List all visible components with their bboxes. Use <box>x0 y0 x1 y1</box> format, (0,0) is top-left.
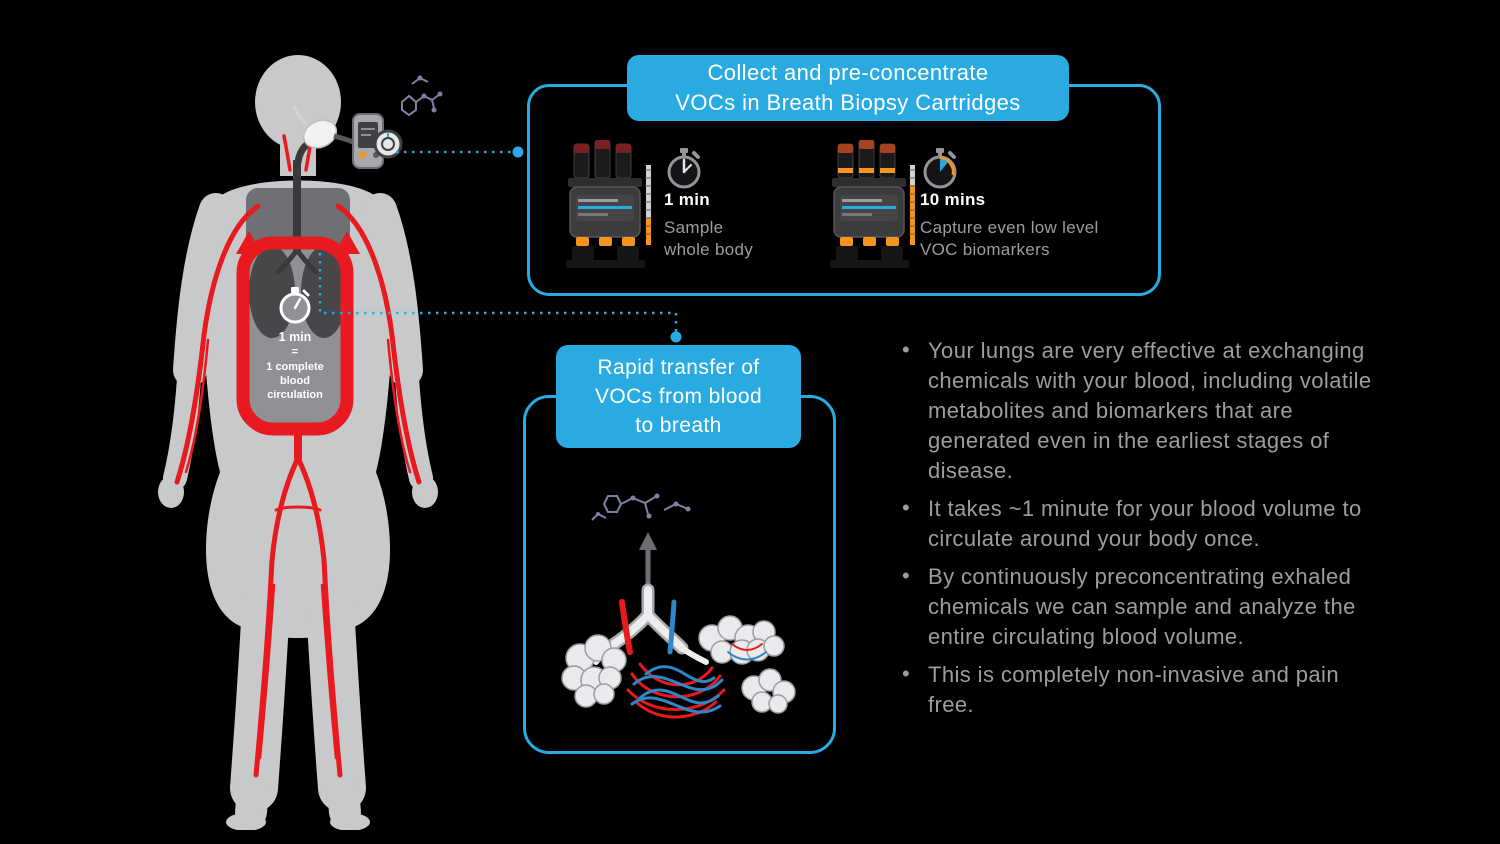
breath-mask-device-icon <box>292 105 403 169</box>
bullet-list: Your lungs are very effective at exchang… <box>898 335 1376 728</box>
timer-caption-line5: circulation <box>267 389 323 401</box>
collect-panel-title: Collect and pre-concentrate VOCs in Brea… <box>627 55 1069 121</box>
timer-10min-icon <box>923 148 957 189</box>
breath-biopsy-cartridge-icon <box>566 140 652 268</box>
desc-2-line2: VOC biomarkers <box>920 240 1050 259</box>
desc-2-line1: Capture even low level <box>920 218 1099 237</box>
timer-1min-icon <box>667 148 701 189</box>
bullet-item: It takes ~1 minute for your blood volume… <box>898 493 1376 554</box>
up-arrow-icon <box>639 532 657 586</box>
timer-caption-line4: blood <box>280 375 310 387</box>
desc-1-line2: whole body <box>664 240 754 259</box>
desc-1-line1: Sample <box>664 218 724 237</box>
bullet-item: This is completely non-invasive and pain… <box>898 659 1376 720</box>
alveoli-clusters <box>561 615 796 714</box>
bullet-item: By continuously preconcentrating exhaled… <box>898 561 1376 652</box>
bronchi-icon <box>593 583 709 665</box>
transfer-panel-title-line3: to breath <box>635 414 722 437</box>
collect-panel-title-line1: Collect and pre-concentrate <box>707 60 989 85</box>
bullet-item: Your lungs are very effective at exchang… <box>898 335 1376 486</box>
timer-caption-line3: 1 complete <box>266 361 323 373</box>
circulation-loop <box>236 231 360 436</box>
human-body-illustration: 1 min = 1 complete blood circulation <box>158 55 443 830</box>
sample-caption-1: 1 min Sample whole body <box>664 190 753 261</box>
timer-caption-line1: 1 min <box>279 330 312 344</box>
duration-2: 10 mins <box>920 190 986 209</box>
timer-caption-line2: = <box>292 346 298 358</box>
connector-bottom-dot <box>670 331 682 343</box>
transfer-panel-title: Rapid transfer of VOCs from blood to bre… <box>556 345 801 448</box>
lungs-alveoli-illustration <box>561 493 796 719</box>
capillary-vessels <box>619 599 767 719</box>
breath-biopsy-cartridge-icon <box>830 140 916 268</box>
vocs-molecules-icon <box>401 75 443 117</box>
vocs-molecules-icon <box>591 493 691 521</box>
transfer-panel-title-line2: VOCs from blood <box>594 385 763 408</box>
transfer-panel-title-line1: Rapid transfer of <box>597 356 760 379</box>
connector-top-dot <box>512 146 524 158</box>
collect-panel-title-line2: VOCs in Breath Biopsy Cartridges <box>675 90 1021 115</box>
stopwatch-icon <box>279 287 311 324</box>
sample-caption-2: 10 mins Capture even low level VOC bioma… <box>920 190 1099 261</box>
duration-1: 1 min <box>664 190 710 209</box>
